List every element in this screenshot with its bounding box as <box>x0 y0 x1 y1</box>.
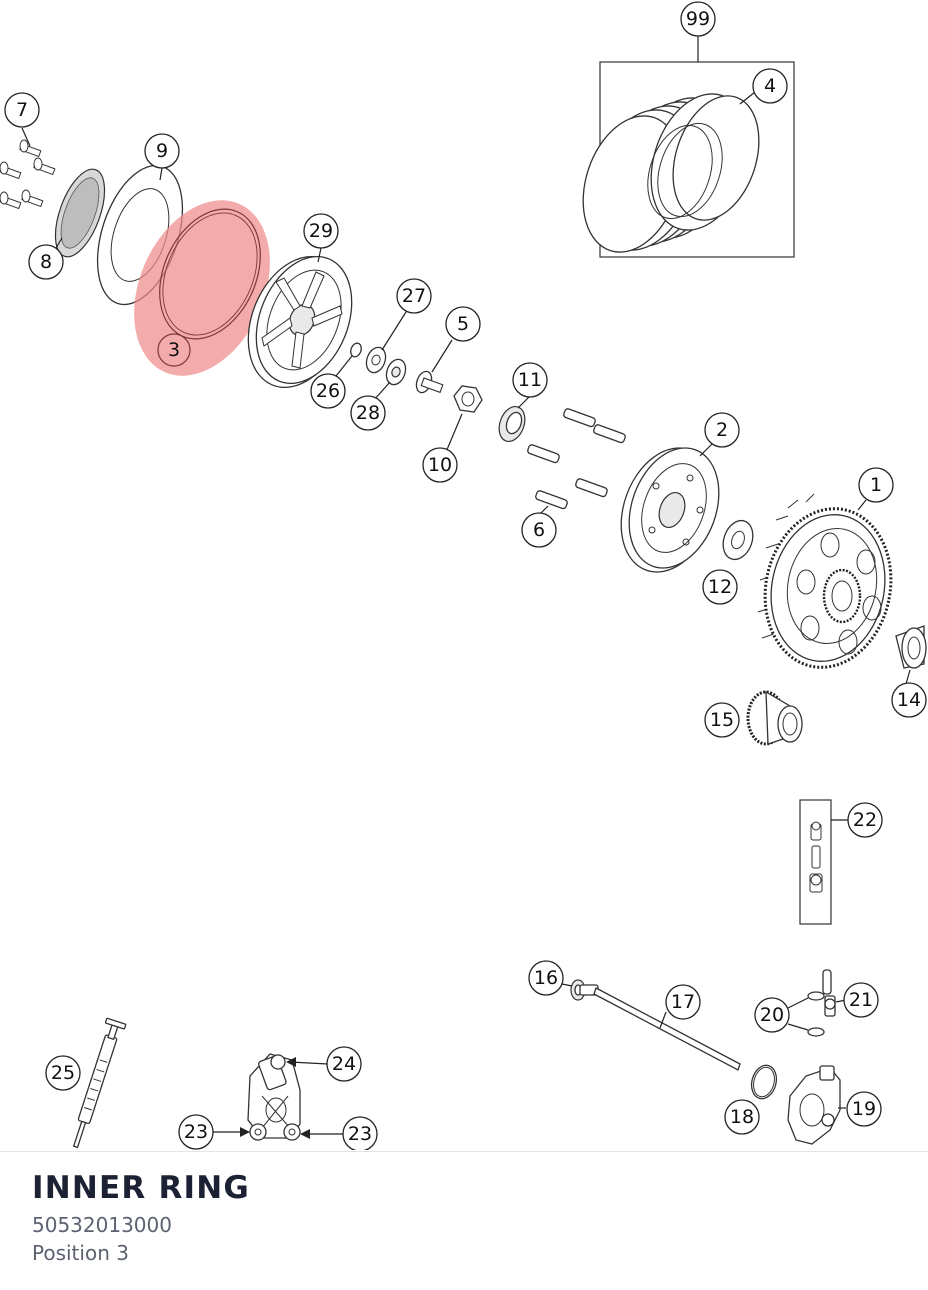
part-27-washer[interactable] <box>363 311 407 375</box>
part-number: 50532013000 <box>32 1213 172 1237</box>
part-position: Position 3 <box>32 1241 129 1265</box>
callout-5[interactable]: 5 <box>445 306 481 342</box>
callout-9[interactable]: 9 <box>144 133 180 169</box>
exploded-parts-diagram: 99 4 7 9 29 8 27 5 3 11 26 28 2 10 1 6 1… <box>0 1 927 1150</box>
selected-part-panel: INNER RING 50532013000 Position 3 <box>32 1168 250 1266</box>
callout-21[interactable]: 21 <box>843 982 879 1018</box>
callout-28[interactable]: 28 <box>350 395 386 431</box>
part-14-bushing[interactable] <box>895 625 927 685</box>
callout-2[interactable]: 2 <box>704 412 740 448</box>
callout-22[interactable]: 22 <box>847 802 883 838</box>
callout-23-right[interactable]: 23 <box>342 1116 378 1150</box>
callout-11[interactable]: 11 <box>512 362 548 398</box>
svg-text:4: 4 <box>764 75 776 97</box>
part-12-washer[interactable] <box>718 516 758 563</box>
callout-3[interactable]: 3 <box>157 333 191 367</box>
svg-text:1: 1 <box>870 474 882 496</box>
part-19-slave-cylinder[interactable] <box>787 1065 846 1145</box>
svg-text:12: 12 <box>708 576 732 598</box>
svg-text:29: 29 <box>309 220 333 242</box>
callout-23-left[interactable]: 23 <box>178 1114 214 1150</box>
svg-text:11: 11 <box>518 369 542 391</box>
callout-6[interactable]: 6 <box>521 512 557 548</box>
callout-7[interactable]: 7 <box>4 92 40 128</box>
callout-8[interactable]: 8 <box>28 244 64 280</box>
svg-text:23: 23 <box>348 1123 372 1145</box>
svg-text:18: 18 <box>730 1106 754 1128</box>
svg-text:23: 23 <box>184 1121 208 1143</box>
part-25-syringe[interactable] <box>66 1017 127 1150</box>
callout-27[interactable]: 27 <box>396 278 432 314</box>
svg-text:14: 14 <box>897 689 921 711</box>
svg-text:6: 6 <box>533 519 545 541</box>
part-18-o-ring[interactable] <box>748 1062 780 1101</box>
callout-1[interactable]: 1 <box>858 467 894 503</box>
callout-14[interactable]: 14 <box>891 682 927 718</box>
svg-text:99: 99 <box>686 8 710 30</box>
svg-text:9: 9 <box>156 140 168 162</box>
part-17-push-rod[interactable] <box>593 987 741 1071</box>
callout-12[interactable]: 12 <box>702 569 738 605</box>
part-29-pressure-plate[interactable] <box>230 242 370 403</box>
part-7-screws[interactable] <box>0 127 56 210</box>
svg-text:25: 25 <box>51 1062 75 1084</box>
svg-text:17: 17 <box>671 991 695 1013</box>
part-26-circlip[interactable] <box>335 342 363 377</box>
part-11-seal[interactable] <box>495 395 531 445</box>
callout-15[interactable]: 15 <box>704 702 740 738</box>
callout-10[interactable]: 10 <box>422 447 458 483</box>
callout-25[interactable]: 25 <box>45 1055 81 1091</box>
callout-18[interactable]: 18 <box>724 1099 760 1135</box>
part-4-clutch-discs[interactable] <box>567 81 774 265</box>
part-21-fitting[interactable] <box>822 969 847 1017</box>
part-20-rings[interactable] <box>787 991 825 1037</box>
callout-16[interactable]: 16 <box>528 960 564 996</box>
part-23-screws[interactable] <box>212 1123 344 1141</box>
svg-text:22: 22 <box>853 809 877 831</box>
svg-text:26: 26 <box>316 380 340 402</box>
svg-text:2: 2 <box>716 419 728 441</box>
callout-29[interactable]: 29 <box>303 213 339 249</box>
svg-text:10: 10 <box>428 454 452 476</box>
part-6-pins[interactable] <box>527 408 626 515</box>
svg-text:24: 24 <box>332 1053 356 1075</box>
svg-text:15: 15 <box>710 709 734 731</box>
callout-99[interactable]: 99 <box>680 1 716 37</box>
part-24-cover[interactable] <box>247 1053 329 1139</box>
part-10-nut[interactable] <box>445 385 483 453</box>
svg-text:16: 16 <box>534 967 558 989</box>
svg-text:3: 3 <box>168 339 180 361</box>
part-2-clutch-hub[interactable] <box>605 435 735 585</box>
callout-24[interactable]: 24 <box>326 1046 362 1082</box>
part-28-washer[interactable] <box>373 357 409 401</box>
part-15-gear[interactable] <box>746 690 803 746</box>
callout-17[interactable]: 17 <box>665 984 701 1020</box>
part-99-clutch-kit[interactable] <box>567 36 795 265</box>
callout-19[interactable]: 19 <box>846 1091 882 1127</box>
part-16-seal[interactable] <box>561 979 599 1001</box>
svg-text:19: 19 <box>852 1098 876 1120</box>
svg-text:28: 28 <box>356 402 380 424</box>
part-22-kit[interactable] <box>799 799 848 925</box>
svg-text:7: 7 <box>16 99 28 121</box>
svg-text:20: 20 <box>760 1004 784 1026</box>
part-name: INNER RING <box>32 1170 251 1206</box>
svg-text:21: 21 <box>849 989 873 1011</box>
part-8-disc[interactable] <box>45 163 114 263</box>
panel-divider <box>0 1151 928 1152</box>
callout-20[interactable]: 20 <box>754 997 790 1033</box>
part-5-bolt[interactable] <box>414 339 453 395</box>
callout-4[interactable]: 4 <box>752 68 788 104</box>
svg-text:27: 27 <box>402 285 426 307</box>
svg-text:8: 8 <box>40 251 52 273</box>
part-1-primary-gear[interactable] <box>751 493 906 679</box>
svg-text:5: 5 <box>457 313 469 335</box>
callout-26[interactable]: 26 <box>310 373 346 409</box>
